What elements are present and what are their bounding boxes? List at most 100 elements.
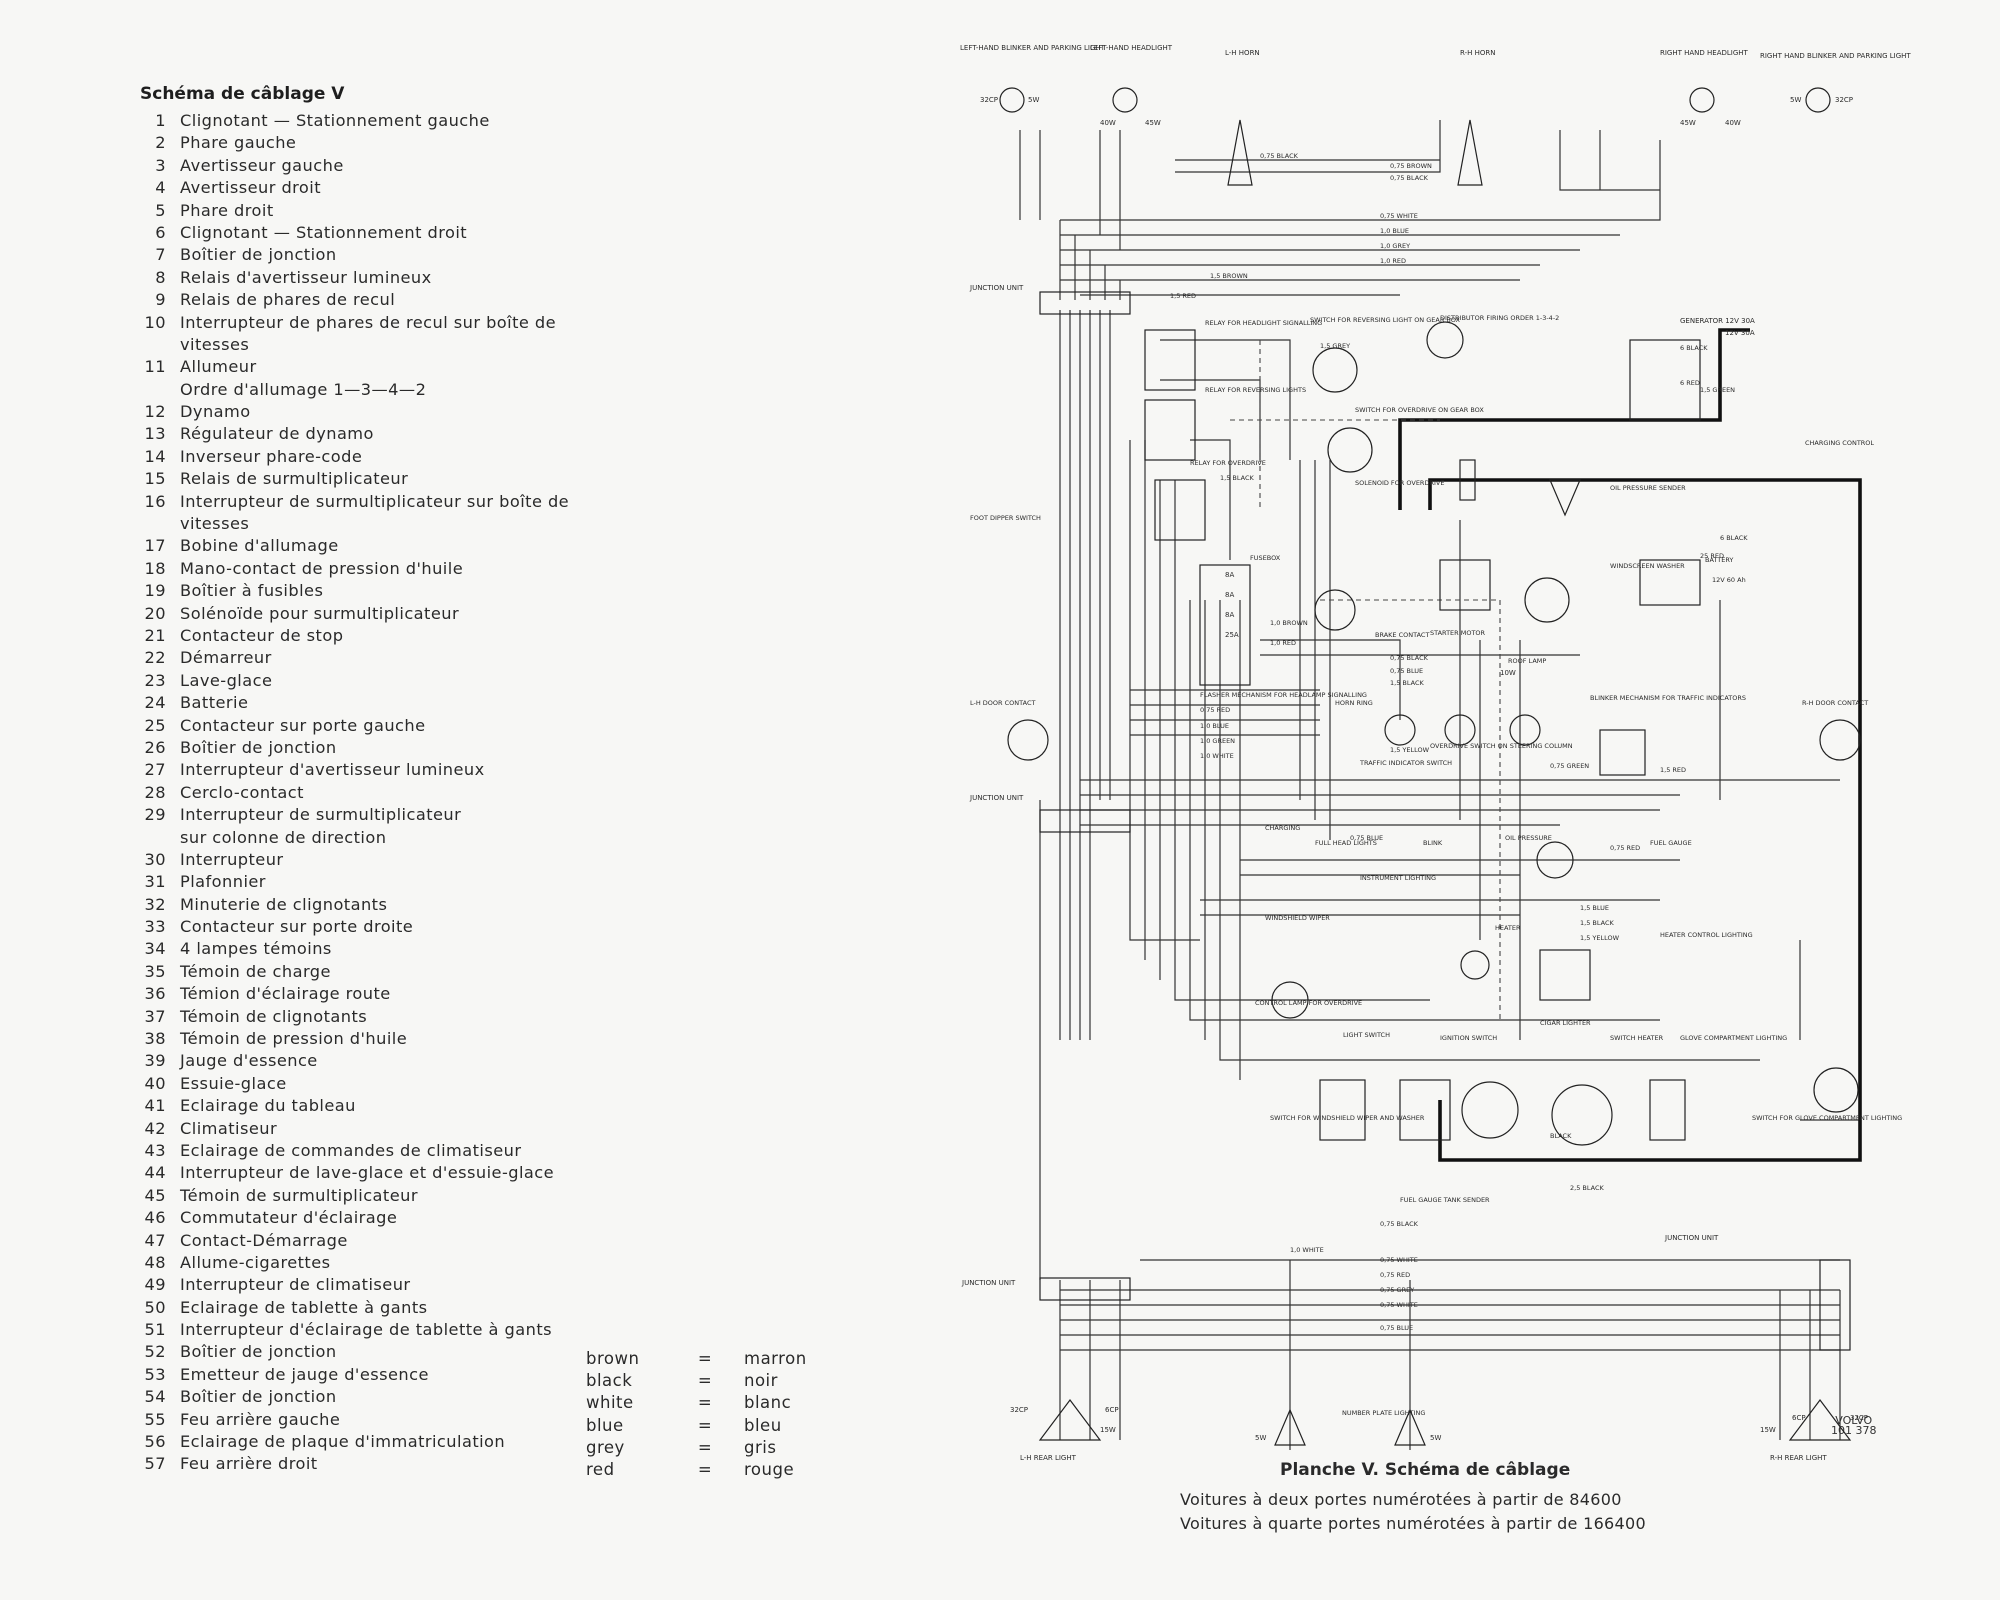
- component-label-oil-sender: OIL PRESSURE SENDER: [1610, 484, 1686, 492]
- component-label-relay-overdrive: RELAY FOR OVERDRIVE: [1190, 459, 1266, 467]
- legend-item-text: Phare gauche: [180, 133, 297, 153]
- caption-line-two-door: Voitures à deux portes numérotées à part…: [1180, 1490, 1622, 1509]
- legend-item-text: Boîtier de jonction: [180, 1387, 337, 1407]
- lamp-rating: 8A: [1225, 571, 1234, 579]
- caption-line-four-door: Voitures à quarte portes numérotées à pa…: [1180, 1514, 1646, 1533]
- component-label-lh-horn: L-H HORN: [1225, 49, 1260, 57]
- legend-item-text: Interrupteur de surmultiplicateur sur bo…: [180, 491, 570, 511]
- component-label-brake: BRAKE CONTACT: [1375, 631, 1429, 639]
- legend-item-text: Eclairage de plaque d'immatriculation: [180, 1432, 506, 1452]
- legend-item-text: Contacteur sur porte gauche: [180, 715, 426, 735]
- legend-item-number: 4: [155, 178, 166, 198]
- component-label-traffic-switch: TRAFFIC INDICATOR SWITCH: [1359, 759, 1452, 767]
- color-row: grey=gris: [586, 1437, 807, 1459]
- color-french: bleu: [744, 1415, 782, 1435]
- wiring-diagram: LEFT-HAND BLINKER AND PARKING LIGHTLEFT-…: [960, 44, 1911, 1460]
- component-label-lh-headlight: LEFT-HAND HEADLIGHT: [1090, 44, 1173, 52]
- component-label-wiper: WINDSHIELD WIPER: [1265, 914, 1330, 922]
- color-english: blue: [586, 1415, 624, 1435]
- legend-item-number: 26: [144, 737, 166, 757]
- component-label-junction-top: JUNCTION UNIT: [969, 284, 1024, 292]
- color-equals: =: [697, 1393, 713, 1413]
- wire-label: 1,5 GREEN: [1700, 386, 1735, 394]
- legend-item-text: Cerclo-contact: [180, 782, 304, 802]
- lamp-rating: 5W: [1790, 96, 1801, 104]
- legend-item-text: Relais d'avertisseur lumineux: [180, 267, 432, 287]
- wire-label: 0,75 GREEN: [1550, 762, 1589, 770]
- legend-item-text: Allumeur: [180, 357, 257, 377]
- figure-caption: Planche V. Schéma de câblage Voitures à …: [1180, 1460, 1646, 1536]
- legend-item-number: 8: [155, 267, 166, 287]
- component-label-fusebox: FUSEBOX: [1250, 554, 1281, 562]
- legend-item-number: 51: [144, 1320, 166, 1340]
- component-label-fuel-gauge: FUEL GAUGE: [1650, 839, 1692, 847]
- color-equals: =: [697, 1459, 713, 1479]
- wire-label: 1,5 BLUE: [1580, 904, 1609, 912]
- legend-item-number: 7: [155, 245, 166, 265]
- legend-item-number: 10: [144, 312, 166, 332]
- component-label-lh-blinker: LEFT-HAND BLINKER AND PARKING LIGHT: [960, 44, 1106, 52]
- legend-item-number: 17: [144, 536, 166, 556]
- component-label-instrument: INSTRUMENT LIGHTING: [1360, 874, 1436, 882]
- color-row: white=blanc: [586, 1392, 807, 1414]
- legend-item-text: vitesses: [180, 334, 250, 354]
- wire-label: 2,5 BLACK: [1570, 1184, 1605, 1192]
- legend-item-text: Essuie-glace: [180, 1073, 287, 1093]
- wire-label: 6 BLACK: [1720, 534, 1748, 542]
- component-label-control-lamp: CONTROL LAMP FOR OVERDRIVE: [1255, 999, 1362, 1007]
- legend-item-text: Boîtier à fusibles: [180, 581, 324, 601]
- color-equals: =: [697, 1437, 713, 1457]
- component-label-horn-ring: HORN RING: [1335, 699, 1373, 707]
- lamp-rating: 32CP: [1010, 1406, 1028, 1414]
- legend-item-number: 33: [144, 917, 166, 937]
- volvo-stamp: VOLVO 101 378: [1831, 1415, 1877, 1436]
- component-label-solenoid: SOLENOID FOR OVERDRIVE: [1355, 479, 1444, 487]
- legend-item-text: Feu arrière gauche: [180, 1409, 341, 1429]
- wire-label: 0,75 BLUE: [1380, 1324, 1413, 1332]
- wire-label: 1,5 YELLOW: [1580, 934, 1620, 942]
- legend-item-text: Boîtier de jonction: [180, 245, 337, 265]
- lamp-rating: 32CP: [1835, 96, 1853, 104]
- wire-label: 1,5 BLACK: [1580, 919, 1615, 927]
- legend-item-text: Clignotant — Stationnement gauche: [180, 111, 490, 130]
- legend-item-text: Eclairage du tableau: [180, 1096, 356, 1116]
- color-english: brown: [586, 1349, 640, 1368]
- legend-item-text: Contacteur de stop: [180, 625, 344, 645]
- legend-item-text: Témoin de surmultiplicateur: [180, 1185, 418, 1205]
- wire-label: 0,75 RED: [1380, 1271, 1410, 1279]
- wire-label: 0,75 WHITE: [1380, 1301, 1418, 1309]
- legend-item-text: Feu arrière droit: [180, 1454, 318, 1474]
- legend-item-number: 44: [144, 1163, 166, 1183]
- color-english: red: [586, 1459, 615, 1479]
- wire-label: 1,0 BROWN: [1270, 619, 1308, 627]
- wire-label: 25 RED: [1700, 552, 1724, 560]
- wire-network: [1019, 120, 1861, 1450]
- wire-label: 0,75 BLACK: [1390, 654, 1429, 662]
- color-equals: =: [697, 1349, 713, 1368]
- legend-item-text: Ordre d'allumage 1—3—4—2: [180, 379, 427, 399]
- legend-item-number: 57: [144, 1454, 166, 1474]
- component-label-ignition: IGNITION SWITCH: [1440, 1034, 1497, 1042]
- legend-item-text: Interrupteur d'avertisseur lumineux: [180, 760, 485, 780]
- legend-item-number: 6: [155, 222, 166, 242]
- legend-item-number: 48: [144, 1252, 166, 1272]
- color-row: red = rouge: [586, 1459, 807, 1481]
- lamp-rating: 5W: [1430, 1434, 1441, 1442]
- color-french: rouge: [744, 1459, 795, 1479]
- component-label-relay-reversing: RELAY FOR REVERSING LIGHTS: [1205, 386, 1306, 394]
